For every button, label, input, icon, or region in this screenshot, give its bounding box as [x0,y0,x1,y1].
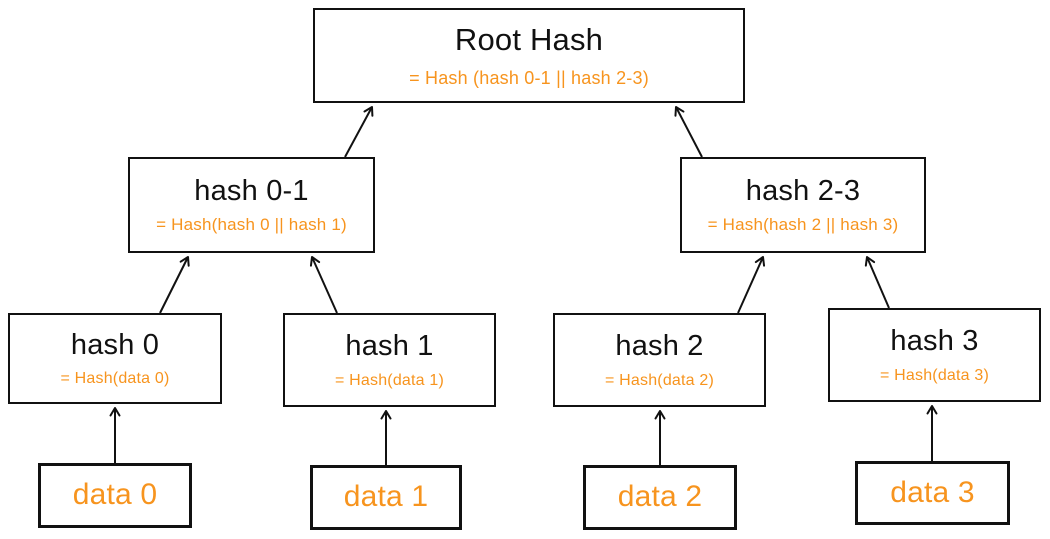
root-hash-formula: = Hash (hash 0-1 || hash 2-3) [409,67,649,88]
hash-0-1-node: hash 0-1 = Hash(hash 0 || hash 1) [128,157,375,253]
data-2-label: data 2 [617,480,703,514]
hash-2-label: hash 2 [615,330,704,363]
arrow-hash23-root [674,106,703,158]
hash-1-label: hash 1 [345,330,434,363]
arrow-hash01-root [344,106,374,158]
data-0-node: data 0 [38,463,192,528]
arrow-hash2-hash23 [737,256,766,314]
arrow-hash3-hash23 [864,256,890,309]
hash-0-1-formula: = Hash(hash 0 || hash 1) [156,214,347,234]
root-hash-node: Root Hash = Hash (hash 0-1 || hash 2-3) [313,8,745,103]
data-1-label: data 1 [343,480,429,514]
hash-0-node: hash 0 = Hash(data 0) [8,313,222,404]
data-1-node: data 1 [310,465,462,530]
arrow-hash0-hash01 [159,256,190,314]
hash-0-label: hash 0 [70,328,160,361]
hash-3-formula: = Hash(data 3) [879,366,990,384]
root-hash-label: Root Hash [454,21,604,57]
hash-3-node: hash 3 = Hash(data 3) [828,308,1041,402]
hash-0-1-label: hash 0-1 [194,174,309,207]
data-2-node: data 2 [583,465,737,530]
data-0-label: data 0 [72,478,158,512]
hash-2-formula: = Hash(data 2) [604,371,715,389]
hash-2-3-formula: = Hash(hash 2 || hash 3) [707,214,899,234]
hash-1-formula: = Hash(data 1) [334,371,445,389]
data-3-node: data 3 [855,461,1010,525]
hash-3-label: hash 3 [890,325,979,358]
hash-0-formula: = Hash(data 0) [60,370,170,388]
data-3-label: data 3 [890,475,975,509]
arrow-hash1-hash01 [309,256,338,314]
hash-2-3-label: hash 2-3 [745,174,861,207]
hash-2-3-node: hash 2-3 = Hash(hash 2 || hash 3) [680,157,926,253]
hash-2-node: hash 2 = Hash(data 2) [553,313,766,407]
hash-1-node: hash 1 = Hash(data 1) [283,313,496,407]
